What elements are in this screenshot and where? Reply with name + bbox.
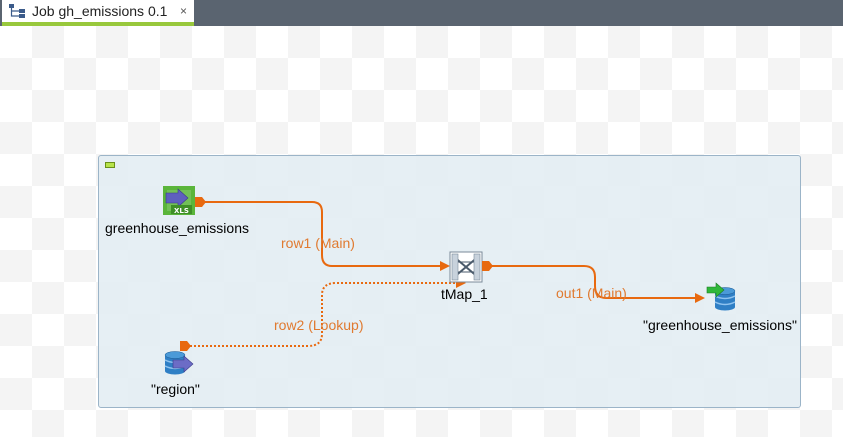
close-icon[interactable]: × <box>180 4 188 18</box>
connection-row1[interactable] <box>205 201 440 267</box>
lookup-output-port[interactable] <box>180 341 191 351</box>
row1-connection-label[interactable]: row1 (Main) <box>281 235 355 251</box>
component-region-input[interactable] <box>164 341 194 375</box>
job-tab-title: Job gh_emissions 0.1 <box>32 3 168 19</box>
component-greenhouse-emissions-input[interactable]: XLS <box>163 186 206 215</box>
component-tmap[interactable] <box>449 251 493 283</box>
connection-out1-arrow <box>695 293 705 303</box>
connection-row2[interactable] <box>190 282 456 347</box>
svg-text:XLS: XLS <box>174 207 189 215</box>
database-input-icon <box>164 351 194 375</box>
subjob-collapse-button[interactable] <box>105 162 115 168</box>
lookup-component-label: "region" <box>151 381 200 397</box>
excel-input-icon: XLS <box>163 186 195 215</box>
row2-connection-label[interactable]: row2 (Lookup) <box>274 317 364 333</box>
component-greenhouse-emissions-output[interactable] <box>706 282 736 311</box>
job-tab[interactable]: Job gh_emissions 0.1 × <box>2 0 194 26</box>
connection-row1-arrow <box>440 261 450 271</box>
tmap-output-port[interactable] <box>482 261 493 271</box>
database-output-icon <box>706 282 736 311</box>
input-output-port[interactable] <box>195 197 206 207</box>
job-icon <box>9 4 25 18</box>
tmap-icon <box>449 251 483 283</box>
tmap-component-label: tMap_1 <box>441 286 488 302</box>
connection-out1[interactable] <box>490 265 695 299</box>
output-component-label: "greenhouse_emissions" <box>643 317 797 333</box>
editor-tab-bar: Job gh_emissions 0.1 × <box>0 0 843 26</box>
out1-connection-label[interactable]: out1 (Main) <box>556 285 627 301</box>
input-component-label: greenhouse_emissions <box>105 220 249 236</box>
